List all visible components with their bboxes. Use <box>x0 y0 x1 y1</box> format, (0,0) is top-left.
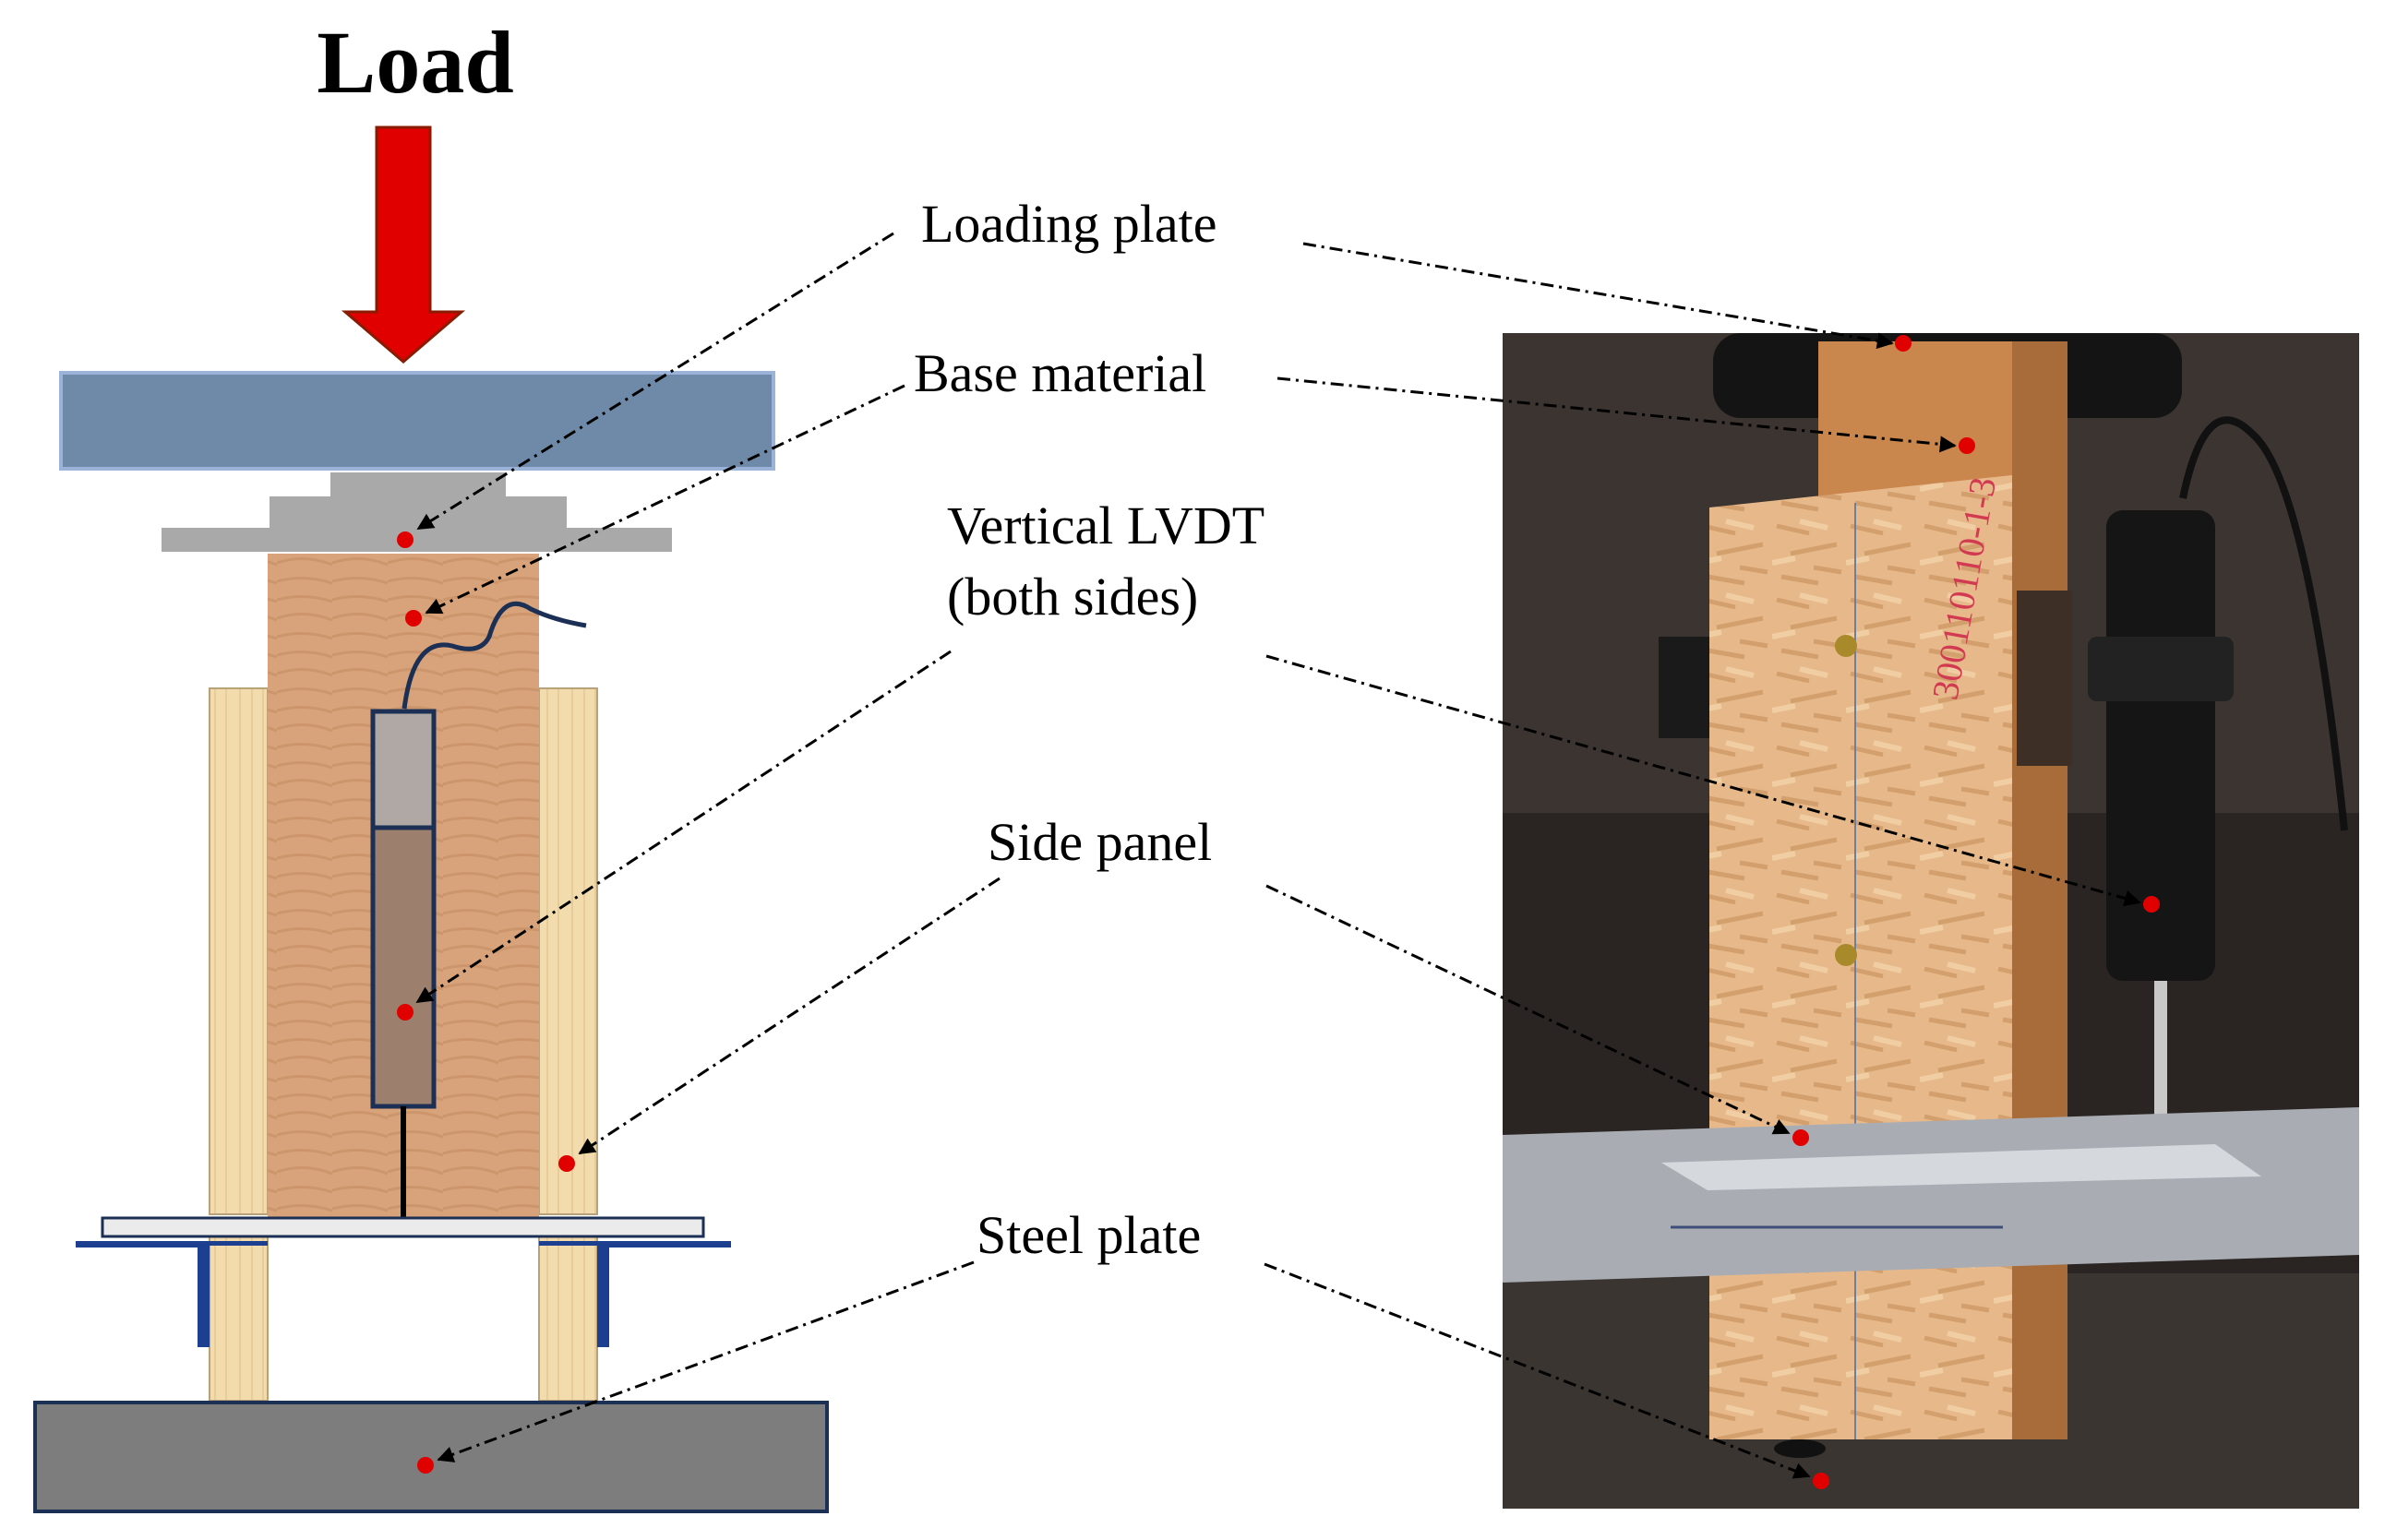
side-panel-left-lower <box>209 1236 269 1402</box>
label-vertical-lvdt-line1: Vertical LVDT <box>947 495 1265 555</box>
leader-arrow-icon <box>425 384 905 615</box>
photo-screw <box>1835 944 1857 966</box>
leader-arrow-icon <box>1265 654 2141 907</box>
label-side-panel: Side panel <box>988 812 1213 872</box>
leader-arrow-icon <box>1276 376 1957 453</box>
label-steel-plate: Steel plate <box>977 1205 1202 1265</box>
label-vertical-lvdt-line2: (both sides) <box>947 567 1199 627</box>
label-loading-plate: Loading plate <box>921 194 1217 254</box>
load-arrow-icon <box>341 125 466 364</box>
photo-lvdt-body <box>2106 510 2215 981</box>
photo-clamp-left <box>1659 637 1709 738</box>
test-photo: 300110110-1-3 <box>1503 333 2359 1509</box>
marker-dot-icon <box>1895 335 1912 352</box>
loading-plate <box>162 472 672 552</box>
marker-dot-icon <box>1813 1473 1829 1489</box>
side-panel-right <box>538 687 598 1215</box>
photo-bench-hole <box>1774 1439 1826 1458</box>
photo-lvdt-ring <box>2088 637 2234 701</box>
lvdt-body-bottom <box>370 825 437 1109</box>
steel-plate <box>33 1401 829 1513</box>
load-title: Load <box>317 13 514 112</box>
marker-dot-icon <box>1792 1129 1809 1146</box>
side-panel-right-lower <box>538 1236 598 1402</box>
photo-screw <box>1835 635 1857 657</box>
schematic-diagram <box>33 125 829 1513</box>
label-base-material: Base material <box>914 343 1207 403</box>
bearing-plate <box>101 1216 705 1238</box>
lvdt-cable <box>401 601 587 710</box>
leader-arrow-icon <box>416 232 894 531</box>
marker-dot-icon <box>397 531 413 548</box>
loading-beam <box>59 371 775 471</box>
marker-dot-icon <box>405 610 422 627</box>
leader-arrow-icon <box>1264 1262 1811 1479</box>
marker-dot-icon <box>397 1004 413 1021</box>
photo-aluminum-angle <box>1503 1107 2359 1283</box>
marker-dot-icon <box>417 1457 434 1474</box>
photo-lvdt-cable <box>2179 416 2348 831</box>
leader-lines <box>415 232 2141 1479</box>
marker-dot-icon <box>558 1155 575 1172</box>
leader-arrow-icon <box>578 877 1001 1155</box>
photo-aluminum-angle-top <box>1661 1144 2261 1190</box>
photo-base-block-shade <box>2012 341 2067 1439</box>
lvdt-body-top <box>370 709 437 830</box>
marker-dot-icon <box>2143 896 2160 913</box>
leader-arrow-icon <box>1302 242 1894 350</box>
marker-dot-icon <box>1959 437 1975 454</box>
photo-clamp-right <box>2017 591 2072 766</box>
leader-arrow-icon <box>437 1260 975 1462</box>
side-panel-left <box>209 687 269 1215</box>
